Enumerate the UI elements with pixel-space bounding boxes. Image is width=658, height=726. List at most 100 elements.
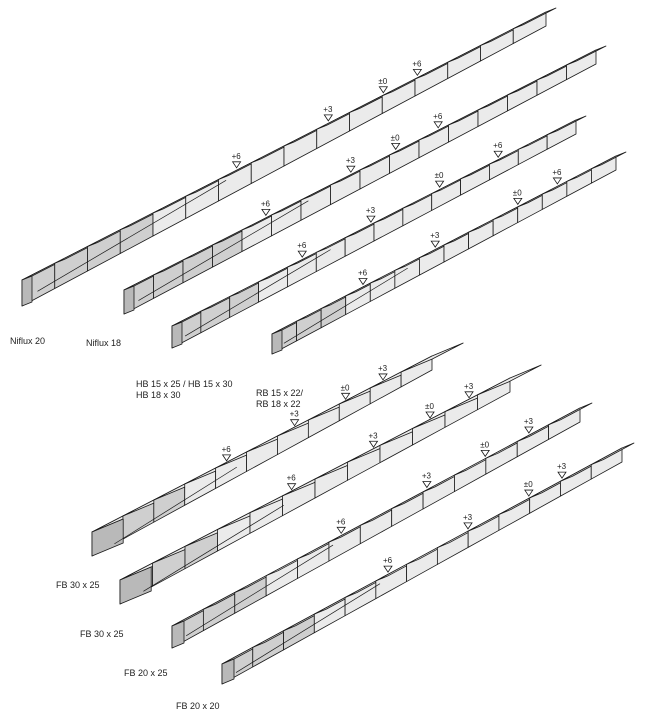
channel-segment-side — [546, 119, 577, 150]
channel-segment-side — [296, 308, 322, 342]
channel-run-hb: +6 +3 ±0 +6 — [171, 115, 587, 349]
level-marker-label: +3 — [422, 472, 432, 481]
level-marker-triangle — [231, 161, 242, 169]
level-marker-label: ±0 — [435, 171, 444, 180]
level-marker-label: ±0 — [513, 188, 522, 197]
channel-segment-side — [454, 457, 487, 492]
label-niflux-20: Niflux 20 — [10, 336, 46, 346]
label-fb-30-25-a: FB 30 x 25 — [56, 580, 100, 590]
level-marker-triangle — [513, 197, 523, 206]
level-marker-triangle — [433, 121, 443, 129]
channel-segment-side — [447, 45, 481, 79]
invert-slope-line — [185, 544, 334, 637]
level-marker-label: +6 — [493, 141, 503, 150]
channel-segment-side — [507, 79, 538, 112]
label-niflux-18: Niflux 18 — [86, 338, 122, 348]
invert-slope-line — [138, 200, 309, 301]
channel-segment-side — [359, 508, 393, 545]
channel-segment-side — [436, 530, 469, 565]
channel-segment-side — [283, 128, 318, 167]
level-marker-label: ±0 — [391, 133, 400, 142]
level-marker-triangle — [463, 522, 473, 530]
level-marker-label: ±0 — [378, 77, 387, 86]
channel-end-cap — [171, 321, 183, 349]
level-marker-triangle — [383, 565, 393, 573]
level-marker-triangle — [340, 392, 351, 401]
level-marker-triangle — [286, 483, 297, 491]
level-marker-triangle — [221, 454, 232, 462]
level-marker-triangle — [366, 215, 376, 223]
label-hb-line-1: HB 15 x 25 / HB 15 x 30 — [136, 379, 233, 389]
level-marker-triangle — [358, 278, 368, 286]
label-fb-30-25-b: FB 30 x 25 — [80, 629, 124, 639]
level-marker-triangle — [434, 180, 445, 188]
channel-segment-top — [591, 151, 627, 170]
level-marker-triangle — [422, 481, 432, 489]
level-marker-label: +3 — [430, 231, 440, 240]
channel-segment-side — [182, 244, 213, 284]
level-marker-triangle — [289, 419, 300, 427]
channel-end-cap — [91, 518, 124, 557]
channel-segment-side — [477, 94, 508, 127]
level-marker-label: +3 — [463, 513, 473, 522]
channel-segment-side — [320, 295, 347, 329]
level-marker-label: +3 — [369, 431, 379, 440]
level-marker-label: +6 — [336, 517, 346, 526]
level-marker-label: +3 — [290, 410, 300, 419]
channel-segment-side — [315, 237, 346, 272]
channel-segment-side — [344, 580, 377, 617]
channel-end-cap — [119, 566, 152, 605]
channel-segment-side — [283, 613, 315, 651]
level-marker-triangle — [493, 150, 503, 158]
level-marker-label: +3 — [524, 417, 534, 426]
channel-segment-side — [406, 547, 438, 582]
channel-segment-side — [467, 514, 500, 548]
level-marker-label: ±0 — [425, 402, 434, 411]
channel-segment-side — [359, 154, 390, 190]
channel-segment-side — [316, 112, 350, 149]
level-marker-triangle — [346, 165, 356, 173]
channel-segment-side — [431, 178, 461, 211]
channel-segment-side — [480, 28, 514, 62]
channel-segment-side — [443, 231, 469, 263]
level-marker-label: ±0 — [341, 383, 350, 392]
level-marker-label: +6 — [412, 59, 422, 68]
level-marker-triangle — [552, 177, 563, 185]
channel-segment-side — [258, 266, 288, 303]
level-marker-triangle — [368, 440, 379, 449]
level-marker-label: +6 — [287, 474, 297, 483]
channel-segment-side — [492, 206, 519, 237]
level-marker-triangle — [412, 68, 423, 77]
channel-segment-side — [153, 259, 184, 299]
channel-segment-side — [373, 207, 404, 242]
level-marker-triangle — [464, 391, 474, 399]
level-marker-triangle — [297, 250, 307, 258]
channel-segment-side — [328, 524, 361, 562]
level-marker-triangle — [261, 208, 271, 217]
channel-segment-side — [234, 575, 267, 614]
channel-segment-side — [349, 95, 383, 132]
channel-segment-side — [152, 545, 186, 587]
channel-run-niflux-20: +6 +3 ±0 +6 — [21, 7, 557, 307]
channel-segment-side — [330, 169, 361, 206]
level-marker-label: +3 — [323, 105, 333, 114]
channel-segment-side — [87, 229, 121, 272]
channel-segment-side — [566, 168, 592, 197]
channel-segment-side — [536, 64, 567, 96]
channel-segment-side — [202, 592, 236, 632]
level-marker-label: +6 — [358, 269, 368, 278]
level-marker-label: +3 — [346, 156, 356, 165]
channel-segment-side — [54, 246, 88, 289]
invert-slope-line — [184, 249, 331, 337]
channel-run-fb-20-20: +6+3±0+3 — [221, 442, 635, 685]
level-marker-label: +3 — [378, 364, 388, 373]
channel-end-cap — [221, 658, 235, 685]
channel-segment-side — [529, 480, 561, 514]
channel-run-fb-30-25-b: +6 +3 ±0 +3 — [119, 364, 542, 605]
channel-segment-top — [546, 115, 587, 136]
channel-segment-side — [402, 193, 433, 227]
channel-segment-side — [566, 49, 597, 81]
channel-segment-side — [345, 282, 371, 315]
invert-slope-line — [283, 267, 408, 344]
channel-segment-side — [485, 441, 518, 475]
